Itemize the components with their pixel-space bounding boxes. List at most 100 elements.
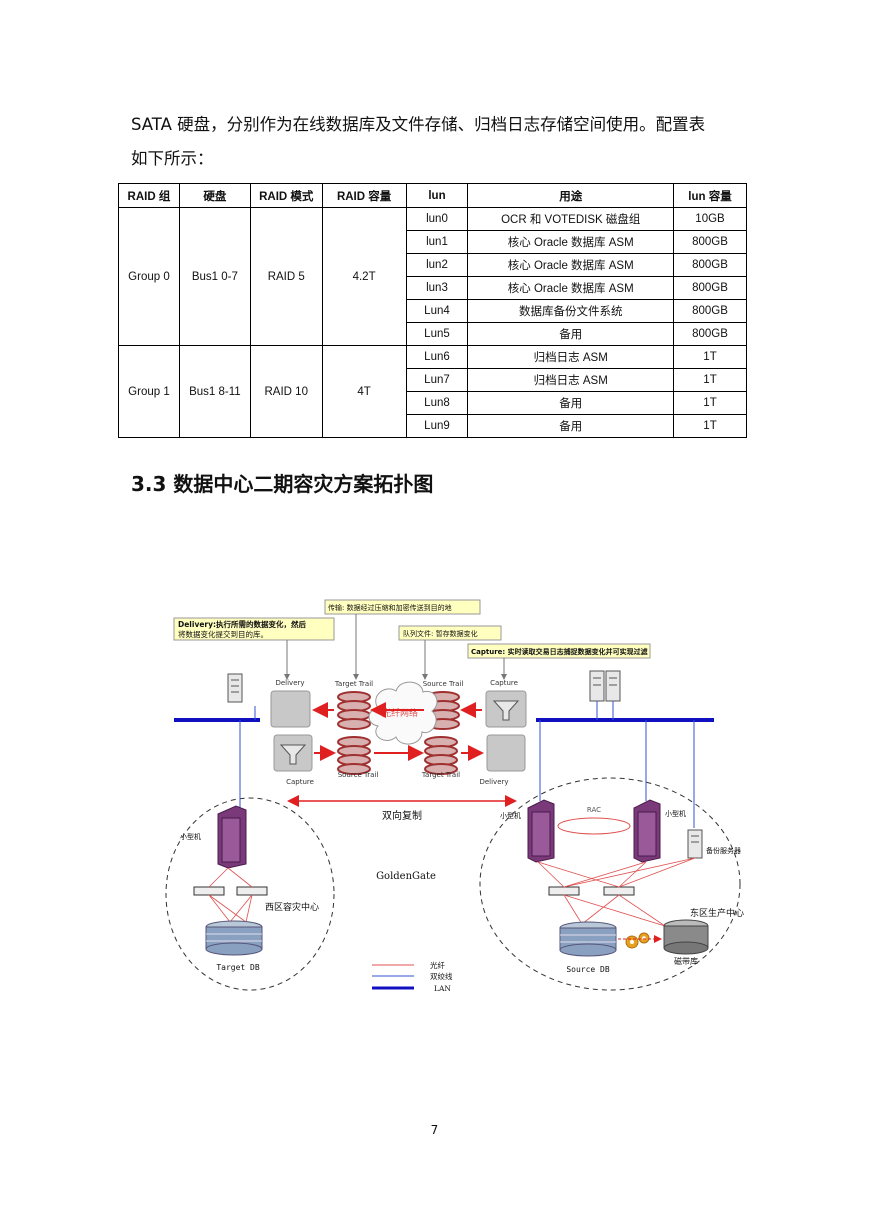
source-db-icon — [559, 921, 617, 957]
label-west-center: 西区容灾中心 — [265, 901, 319, 913]
dr-topology-diagram: 传输: 数据经过压缩和加密传送到目的地 Delivery:执行所需的数据变化，然… — [165, 599, 744, 993]
label-minicomputer-west: 小型机 — [180, 832, 201, 841]
lun-size: 1T — [673, 368, 747, 392]
target-trail-icon-top — [337, 691, 371, 730]
label-source-trail-bottom: Source Trail — [338, 771, 379, 779]
callout-transfer: 传输: 数据经过压缩和加密传送到目的地 — [324, 599, 481, 680]
lun-size: 800GB — [673, 299, 747, 323]
label-minicomputer-east2: 小型机 — [665, 809, 686, 818]
lun-use: 核心 Oracle 数据库 ASM — [467, 230, 675, 254]
label-delivery-top: Delivery — [275, 679, 304, 687]
callout-delivery: Delivery:执行所需的数据变化，然后 将数据变化提交到目的库。 — [173, 617, 335, 680]
label-target-trail-top: Target Trail — [334, 680, 373, 688]
east-minicomputer-2-icon — [633, 799, 661, 863]
header-disk: 硬盘 — [178, 183, 251, 208]
delivery-box-top — [270, 690, 311, 728]
west-fiber-links — [208, 867, 253, 923]
callout-delivery-line2: 将数据变化提交到目的库。 — [178, 629, 268, 639]
group-mode: RAID 5 — [249, 207, 323, 346]
lun-use: 核心 Oracle 数据库 ASM — [467, 276, 675, 300]
label-capture-bottom: Capture — [286, 778, 314, 786]
header-raid-capacity: RAID 容量 — [321, 183, 407, 208]
table-row: Lun7 归档日志 ASM 1T — [119, 368, 747, 392]
label-source-db: Source DB — [566, 965, 610, 974]
table-row: Group 1 Bus1 8-11 RAID 10 4T Lun6 归档日志 A… — [118, 345, 747, 438]
backup-server-icon — [687, 829, 703, 859]
west-minicomputer-icon — [217, 805, 247, 869]
callout-capture-text: Capture: 实时读取交易日志捕捉数据变化并可实现过滤 — [471, 647, 648, 656]
table-row: Group 0 Bus1 0-7 RAID 5 4.2T lun0 OCR 和 … — [118, 207, 747, 346]
west-server-icon — [227, 673, 243, 703]
lun-size: 10GB — [673, 207, 747, 231]
lun-use: 备用 — [467, 322, 675, 346]
label-source-trail-top: Source Trail — [423, 680, 464, 688]
callout-queue-text: 队列文件: 暂存数据变化 — [403, 629, 478, 638]
section-title: 3.3 数据中心二期容灾方案拓扑图 — [131, 472, 434, 496]
east-switch-1-icon — [548, 886, 580, 896]
capture-box-bottom — [273, 734, 313, 772]
lun-size: 800GB — [673, 230, 747, 254]
label-backup-server: 备份服务器 — [706, 846, 741, 855]
callout-transfer-text: 传输: 数据经过压缩和加密传送到目的地 — [328, 603, 452, 612]
callout-capture: Capture: 实时读取交易日志捕捉数据变化并可实现过滤 — [467, 643, 651, 680]
delivery-box-bottom — [486, 734, 526, 772]
east-minicomputer-1-icon — [527, 799, 555, 863]
lun-size: 1T — [673, 391, 747, 415]
source-trail-icon-bottom — [337, 736, 371, 775]
intro-line-1: SATA 硬盘，分别作为在线数据库及文件存储、归档日志存储空间使用。配置表 — [131, 115, 706, 134]
lun-use: 核心 Oracle 数据库 ASM — [467, 253, 675, 277]
label-bidirectional: 双向复制 — [382, 809, 422, 822]
lun-use: 归档日志 ASM — [467, 345, 675, 369]
lun-id: lun0 — [405, 207, 469, 231]
lun-use: OCR 和 VOTEDISK 磁盘组 — [467, 207, 675, 231]
lun-id: Lun4 — [405, 299, 469, 323]
label-fiber-network: 光纤网络 — [382, 707, 418, 719]
header-lun: lun — [405, 183, 469, 208]
lun-size: 800GB — [673, 253, 747, 277]
group-disks: Bus1 8-11 — [178, 345, 251, 438]
label-goldengate: GoldenGate — [376, 871, 436, 882]
east-site-boundary — [479, 777, 741, 991]
west-site-boundary — [165, 797, 335, 991]
label-minicomputer-east1: 小型机 — [500, 811, 521, 820]
group-name: Group 1 — [118, 345, 180, 438]
west-switch-1-icon — [193, 886, 225, 896]
table-row: lun3 核心 Oracle 数据库 ASM 800GB — [119, 276, 747, 300]
group-disks: Bus1 0-7 — [178, 207, 251, 346]
gears-icon — [625, 932, 650, 949]
lun-use: 备用 — [467, 391, 675, 415]
raid-config-table: RAID 组 硬盘 RAID 模式 RAID 容量 lun 用途 lun 容量 … — [118, 183, 747, 438]
table-row: lun1 核心 Oracle 数据库 ASM 800GB — [119, 230, 747, 254]
lun-id: Lun6 — [405, 345, 469, 369]
west-switch-2-icon — [236, 886, 268, 896]
table-row: Lun5 备用 800GB — [119, 322, 747, 346]
header-raid-group: RAID 组 — [118, 183, 180, 208]
label-east-center: 东区生产中心 — [690, 907, 744, 919]
east-switch-2-icon — [603, 886, 635, 896]
diagram-legend: 光纤 双绞线 LAN — [372, 960, 453, 993]
header-raid-mode: RAID 模式 — [249, 183, 323, 208]
lun-use: 备用 — [467, 414, 675, 438]
label-rac: RAC — [587, 806, 601, 814]
lun-use: 数据库备份文件系统 — [467, 299, 675, 323]
lun-id: Lun8 — [405, 391, 469, 415]
tape-library-icon — [663, 919, 709, 955]
lun-size: 1T — [673, 414, 747, 438]
page-number: 7 — [430, 1123, 439, 1137]
target-trail-icon-bottom — [424, 736, 458, 775]
capture-box-top — [485, 690, 527, 728]
callout-queue: 队列文件: 暂存数据变化 — [398, 625, 502, 680]
lun-id: Lun7 — [405, 368, 469, 392]
label-capture-top: Capture — [490, 679, 518, 687]
header-use: 用途 — [467, 183, 675, 208]
east-server-icons — [589, 670, 621, 702]
legend-lan-label: LAN — [434, 984, 451, 993]
fiber-network-cloud-icon: 光纤网络 — [368, 681, 438, 745]
lun-id: Lun5 — [405, 322, 469, 346]
legend-twisted-pair-label: 双绞线 — [430, 971, 453, 981]
label-tape-library: 磁带库 — [674, 956, 698, 966]
lun-id: lun2 — [405, 253, 469, 277]
group-capacity: 4T — [321, 345, 407, 438]
label-target-db: Target DB — [216, 963, 260, 972]
label-target-trail-bottom: Target Trail — [421, 771, 460, 779]
